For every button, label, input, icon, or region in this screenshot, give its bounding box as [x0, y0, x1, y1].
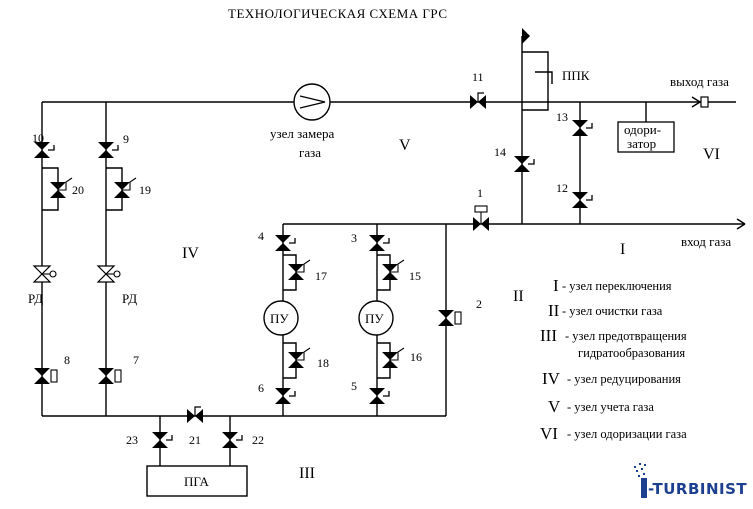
pga-label: ПГА: [184, 474, 209, 489]
odorizer-box: [617, 121, 675, 153]
legend-text-2: - узел очистки газа: [562, 304, 663, 318]
valve-num-6: 6: [258, 381, 264, 395]
valve-num-22: 22: [252, 433, 264, 447]
valve-num-17: 17: [315, 269, 327, 283]
legend-num-5: V: [548, 397, 561, 416]
valve-num-2: 2: [476, 297, 482, 311]
rd-label-2: РД: [122, 291, 137, 306]
valve-num-19: 19: [139, 183, 151, 197]
valve-num-8: 8: [64, 353, 70, 367]
valve-num-15: 15: [409, 269, 421, 283]
valve-num-21: 21: [189, 433, 201, 447]
logo-text: -TURBINIST: [648, 480, 747, 498]
ppk-label: ППК: [562, 68, 590, 83]
pu-filter-1: [263, 300, 299, 336]
legend-text-4: - узел редуцирования: [567, 372, 681, 386]
pga-box: [146, 465, 248, 497]
valve-num-9: 9: [123, 132, 129, 146]
legend-num-2: II: [548, 301, 560, 320]
outlet-flange-icon: [700, 96, 709, 108]
valve-num-23: 23: [126, 433, 138, 447]
valve-num-14: 14: [494, 145, 506, 159]
valve-num-11: 11: [472, 70, 484, 84]
odorizer-label-1: одори-: [624, 122, 661, 137]
legend-text-1: - узел переключения: [562, 279, 672, 293]
rd-label-1: РД: [28, 291, 43, 306]
valve-num-1: 1: [477, 186, 483, 200]
legend-num-4: IV: [542, 369, 561, 388]
turbinist-logo: -TURBINIST: [634, 463, 747, 498]
legend-num-6: VI: [540, 424, 558, 443]
pu-label-2: ПУ: [365, 311, 384, 326]
zone-II: II: [513, 288, 524, 305]
valve-num-12: 12: [556, 181, 568, 195]
valve-num-16: 16: [410, 350, 422, 364]
legend-num-1: I: [553, 276, 559, 295]
legend-text-6: - узел одоризации газа: [567, 427, 687, 441]
zone-I: I: [620, 241, 625, 258]
diagram-title: ТЕХНОЛОГИЧЕСКАЯ СХЕМА ГРС: [228, 6, 447, 21]
legend-text-3: - узел предотвращения: [565, 329, 687, 343]
zone-IV: IV: [182, 245, 199, 262]
valve-num-3: 3: [351, 231, 357, 245]
legend-text-3b: гидратообразования: [578, 346, 685, 360]
meter-label-1: узел замера: [270, 126, 335, 141]
meter-label-2: газа: [299, 145, 321, 160]
zone-III: III: [299, 465, 315, 482]
gas-out-label: выход газа: [670, 74, 729, 89]
pu-label-1: ПУ: [270, 311, 289, 326]
legend: I - узел переключения II - узел очистки …: [540, 276, 687, 443]
zone-VI: VI: [703, 146, 720, 163]
zone-V: V: [399, 137, 411, 154]
legend-text-5: - узел учета газа: [567, 400, 654, 414]
gas-meter-icon: [293, 83, 331, 121]
valve-num-7: 7: [133, 353, 139, 367]
valve-num-5: 5: [351, 379, 357, 393]
pu-filter-2: [358, 300, 394, 336]
valve-num-10: 10: [32, 131, 44, 145]
valves: [32, 28, 593, 448]
valve-num-4: 4: [258, 229, 264, 243]
legend-num-3: III: [540, 326, 557, 345]
valve-num-18: 18: [317, 356, 329, 370]
gas-in-label: вход газа: [681, 234, 731, 249]
odorizer-label-2: затор: [627, 136, 656, 151]
valve-num-13: 13: [556, 110, 568, 124]
valve-num-20: 20: [72, 183, 84, 197]
